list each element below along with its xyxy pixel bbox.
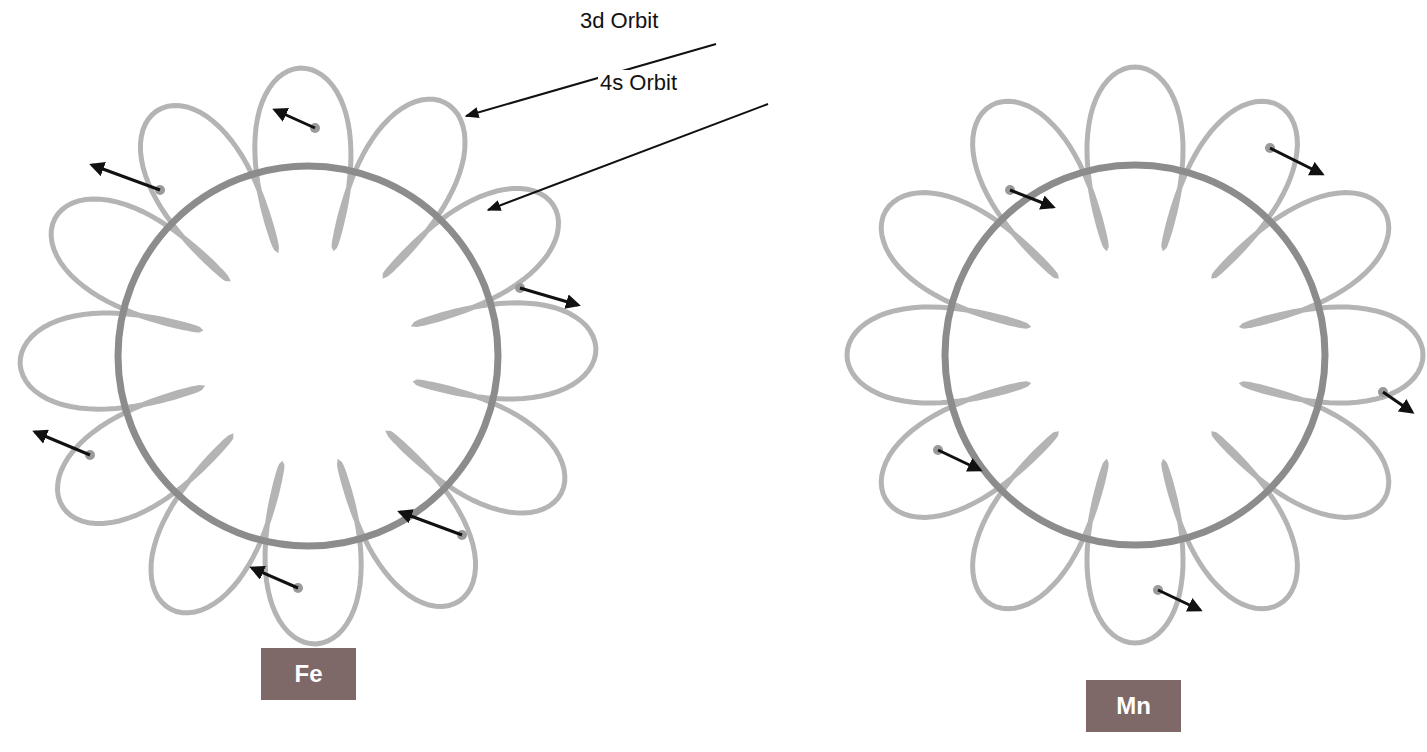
orbit-label: 4s Orbit: [598, 70, 679, 96]
spin-arrow: [275, 110, 315, 128]
3d-orbit: [847, 67, 1423, 643]
leader-line: [488, 104, 768, 210]
spin-arrow: [252, 568, 298, 588]
spin-arrow: [92, 165, 160, 190]
element-symbol: Mn: [1116, 692, 1151, 720]
element-label-box: Fe: [261, 648, 356, 700]
4s-orbit: [945, 165, 1325, 545]
spin-arrow: [400, 512, 462, 535]
element-label-box: Mn: [1086, 680, 1181, 732]
element-symbol: Fe: [294, 660, 322, 688]
4s-orbit: [118, 166, 498, 546]
spin-arrow: [1383, 392, 1412, 412]
spin-arrow: [1270, 148, 1322, 174]
3d-orbit: [20, 68, 596, 644]
spin-arrow: [520, 288, 578, 305]
spin-arrow: [1158, 590, 1200, 610]
spin-arrow: [35, 432, 90, 455]
leader-line: [466, 44, 716, 116]
spin-arrow: [938, 450, 980, 470]
orbit-label: 3d Orbit: [578, 8, 660, 34]
spin-arrow: [1010, 190, 1053, 207]
